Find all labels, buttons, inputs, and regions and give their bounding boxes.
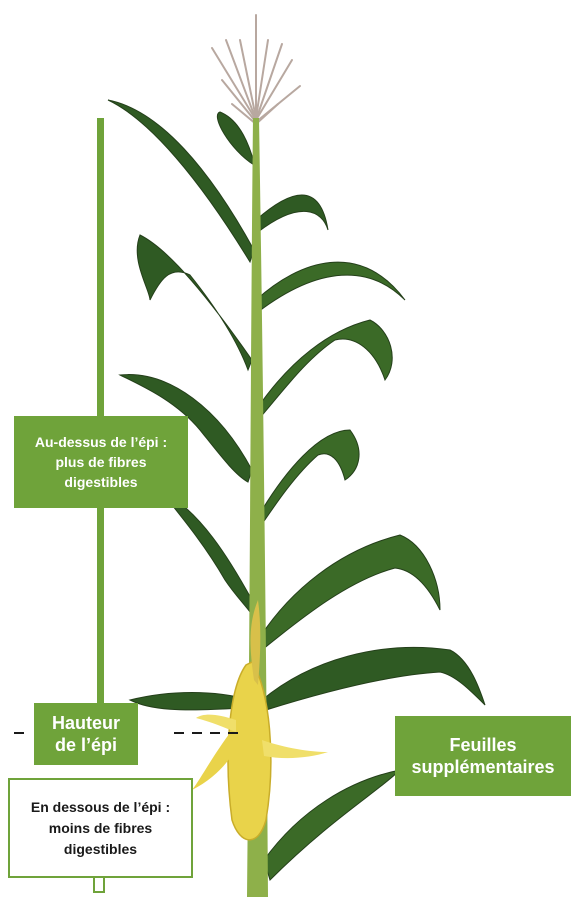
ear-height-label: Hauteur de l’épi <box>34 703 138 765</box>
extra-leaves-label: Feuilles supplémentaires <box>395 716 571 796</box>
corn-ear <box>192 600 328 840</box>
above-ear-label: Au-dessus de l’épi : plus de fibres dige… <box>14 416 188 508</box>
scale-bar-upper <box>97 118 104 706</box>
tassel <box>212 15 300 125</box>
below-ear-label: En dessous de l’épi : moins de fibres di… <box>8 778 193 878</box>
